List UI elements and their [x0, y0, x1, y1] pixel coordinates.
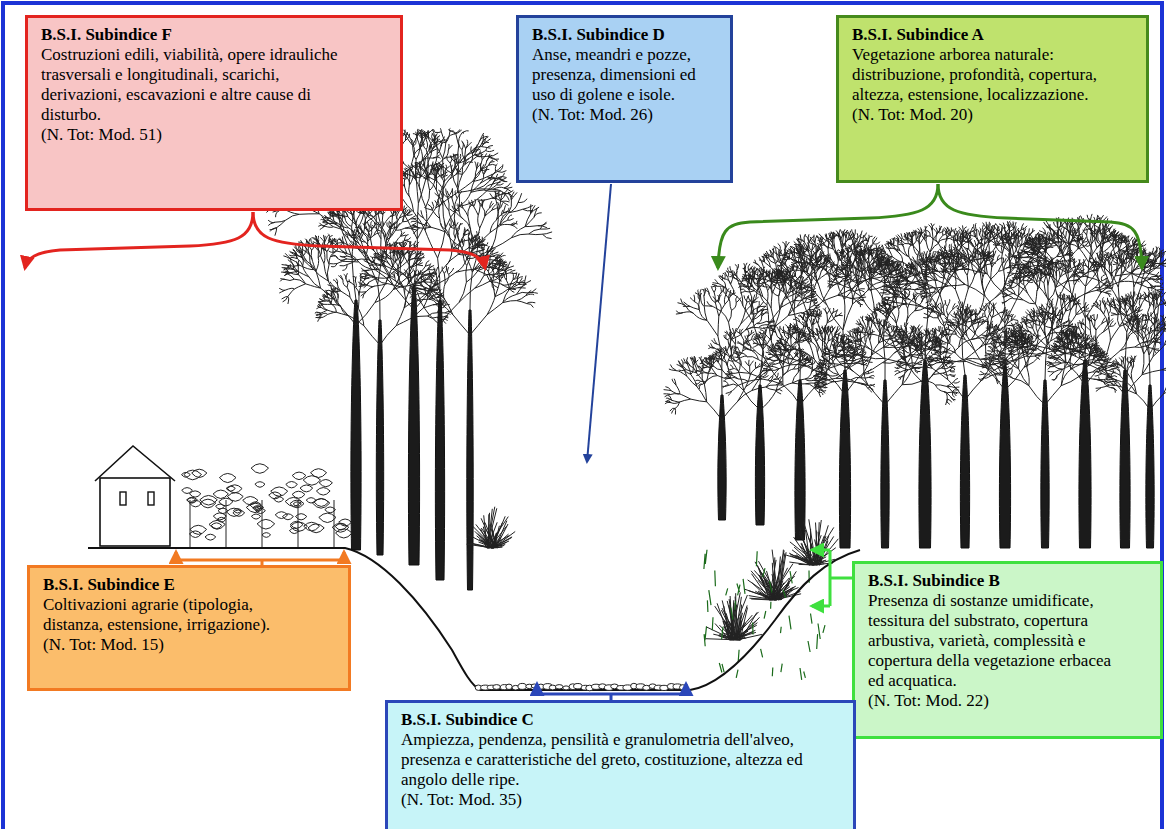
box-description: Costruzioni edili, viabilità, opere idra… [41, 45, 353, 125]
box-heading: B.S.I. Subindice E [43, 575, 283, 595]
module-count: (N. Tot: Mod. 22) [868, 691, 1130, 711]
pointer-c [537, 684, 686, 701]
house [95, 446, 175, 546]
pointer-arrow [25, 212, 253, 268]
subindex-box: B.S.I. Subindice DAnse, meandri e pozze,… [516, 15, 733, 183]
box-description: Anse, meandri e pozze, presenza, dimensi… [532, 45, 718, 105]
house-roof [95, 446, 175, 481]
pointer-arrow [938, 184, 1142, 268]
tree-trunk [999, 365, 1010, 548]
bushes [467, 507, 839, 680]
pointer-e [176, 552, 344, 566]
tree-trunk [839, 370, 850, 548]
box-heading: B.S.I. Subindice D [532, 25, 718, 45]
box-description: Vegetazione arborea naturale: distribuzi… [852, 45, 1114, 105]
box-description: Ampiezza, pendenza, pensilità e granulom… [401, 730, 841, 790]
module-count: (N. Tot: Mod. 51) [41, 125, 353, 145]
tree-trunk [1120, 370, 1130, 548]
pointer-arrow [718, 184, 938, 268]
house-window [148, 492, 154, 505]
box-heading: B.S.I. Subindice C [401, 710, 841, 730]
tree-trunk [435, 300, 444, 580]
tree-trunk [467, 310, 473, 590]
vineyard [182, 464, 353, 548]
pointer-arrow [253, 212, 485, 268]
pebble [518, 683, 526, 689]
module-count: (N. Tot: Mod. 20) [852, 105, 1114, 125]
pointer-brace [830, 550, 853, 606]
tree-trunk [408, 285, 419, 565]
riverbed-pebbles [475, 683, 686, 691]
box-heading: B.S.I. Subindice A [852, 25, 1114, 45]
pebble [555, 685, 563, 689]
module-count: (N. Tot: Mod. 15) [43, 635, 283, 655]
subindex-box: B.S.I. Subindice AVegetazione arborea na… [836, 15, 1149, 183]
tree-trunk [881, 380, 889, 548]
subindex-box: B.S.I. Subindice EColtivazioni agrarie (… [27, 565, 351, 691]
pebble [506, 684, 512, 689]
riverbank-grass [704, 550, 825, 680]
subindex-box: B.S.I. Subindice BPresenza di sostanze u… [852, 561, 1163, 739]
tree-trunk [1079, 360, 1091, 548]
pebble [563, 686, 570, 690]
pebble [493, 685, 501, 690]
box-description: Coltivazioni agrarie (tipologia, distanz… [43, 595, 283, 635]
pointer-arrow [812, 605, 830, 608]
tree-crown [837, 223, 1009, 385]
tree-trunk [960, 375, 969, 548]
pointer-a [718, 184, 1142, 268]
module-count: (N. Tot: Mod. 26) [532, 105, 718, 125]
pointer-d [587, 184, 611, 462]
box-heading: B.S.I. Subindice F [41, 25, 353, 45]
subindex-box: B.S.I. Subindice CAmpiezza, pendenza, pe… [385, 700, 856, 829]
house-wall [100, 478, 170, 546]
pointer-b [812, 550, 853, 606]
subindex-box: B.S.I. Subindice FCostruzioni edili, via… [25, 15, 403, 211]
tree-trunk [351, 300, 361, 550]
house-window [120, 492, 126, 505]
tree-trunk [718, 395, 726, 520]
shrub [467, 507, 516, 548]
vine-foliage [182, 464, 353, 548]
pointer-arrow [812, 549, 830, 552]
tree-crown [1095, 290, 1166, 410]
box-description: Presenza di sostanze umidificate, tessit… [868, 591, 1130, 691]
tree-trunk [376, 320, 383, 555]
tree-trunk [755, 385, 764, 525]
pointer-f [25, 212, 485, 268]
tree-trunk [919, 360, 931, 548]
box-heading: B.S.I. Subindice B [868, 571, 1130, 591]
module-count: (N. Tot: Mod. 35) [401, 790, 841, 810]
outer-frame [3, 3, 1162, 829]
tree-trunk [1041, 380, 1049, 548]
